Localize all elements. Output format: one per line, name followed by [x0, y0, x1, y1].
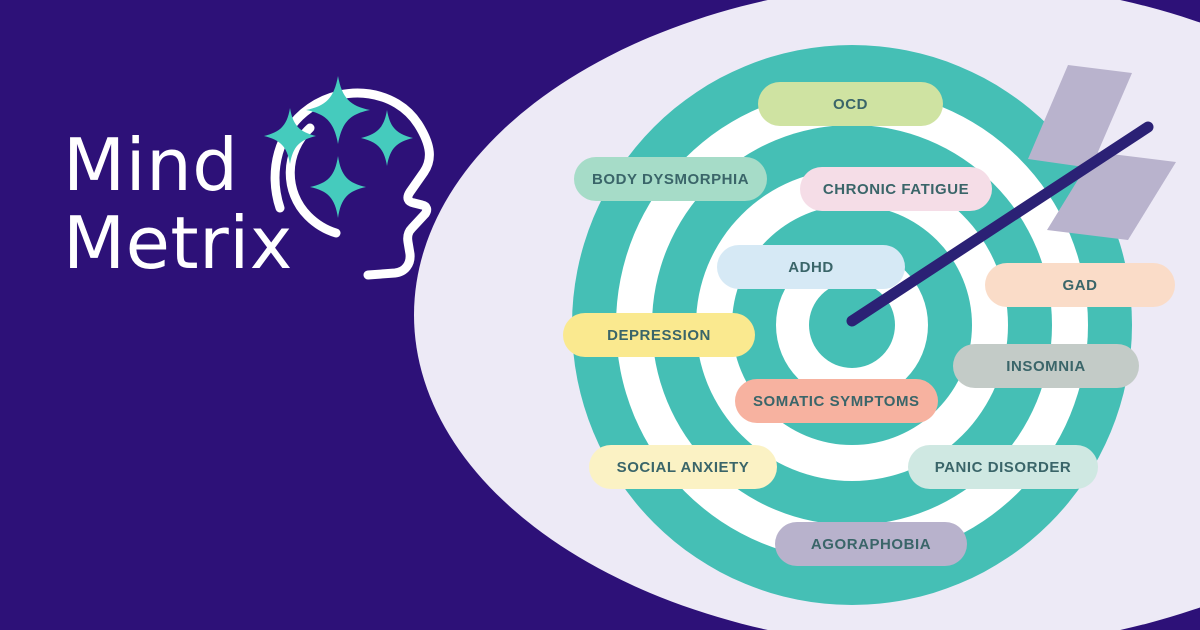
arrow-fletching-lower	[1047, 152, 1176, 240]
arrow-dart-icon	[846, 65, 1176, 327]
condition-pill[interactable]: DEPRESSION	[563, 313, 755, 357]
condition-pill[interactable]: AGORAPHOBIA	[775, 522, 967, 566]
condition-pill[interactable]: SOCIAL ANXIETY	[589, 445, 777, 489]
condition-pill[interactable]: CHRONIC FATIGUE	[800, 167, 992, 211]
condition-pill[interactable]: PANIC DISORDER	[908, 445, 1098, 489]
condition-pill[interactable]: OCD	[758, 82, 943, 126]
arrow-fletching-upper	[1028, 65, 1132, 168]
condition-pill[interactable]: BODY DYSMORPHIA	[574, 157, 768, 201]
arrow-shaft	[846, 121, 1154, 327]
brand-wordmark: Mind Metrix	[63, 123, 293, 285]
head-profile-with-sparkles-icon	[264, 76, 434, 280]
sparkle-group	[264, 76, 413, 218]
condition-pill[interactable]: SOMATIC SYMPTOMS	[735, 379, 938, 423]
brand-lockup: Mind Metrix	[60, 76, 434, 320]
condition-pill[interactable]: ADHD	[717, 245, 905, 289]
condition-pill[interactable]: GAD	[985, 263, 1175, 307]
condition-pill[interactable]: INSOMNIA	[953, 344, 1139, 388]
